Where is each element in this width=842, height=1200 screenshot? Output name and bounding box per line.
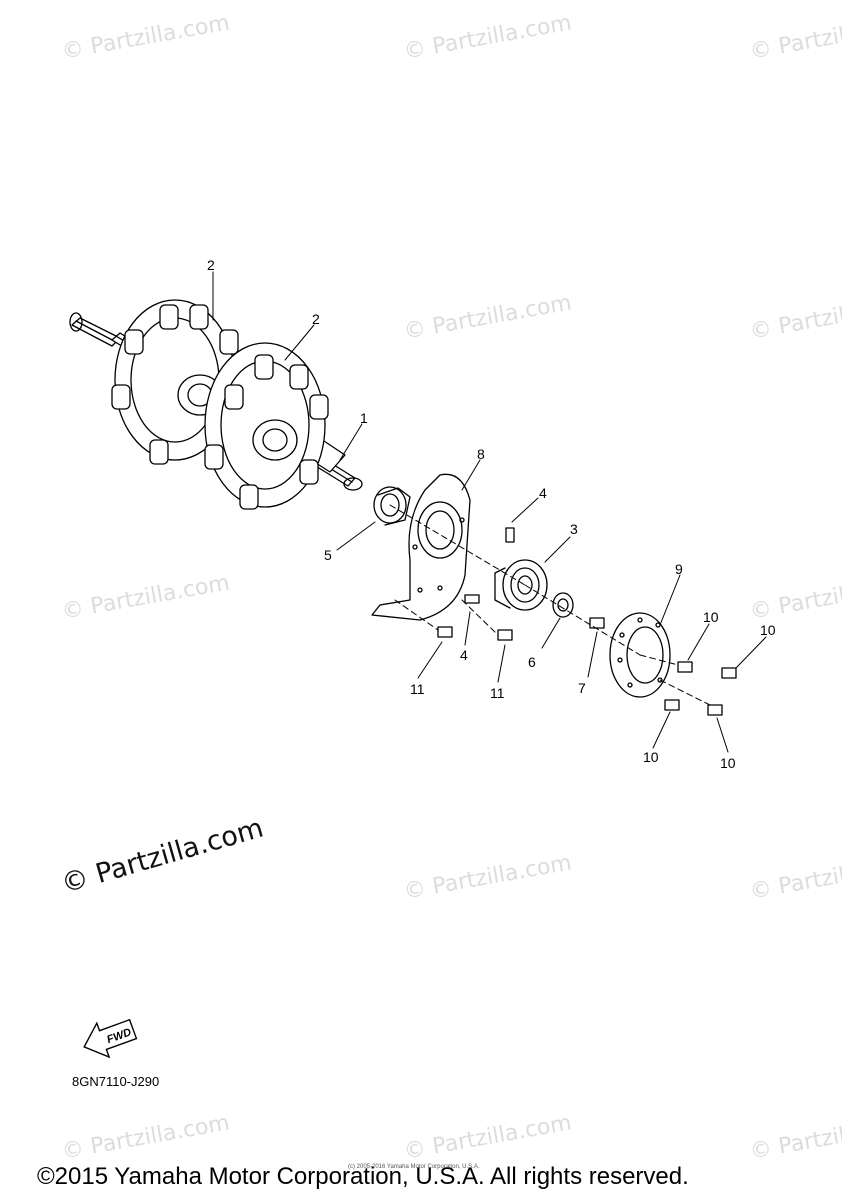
callout-4: 4 — [460, 647, 468, 663]
bearing-housing — [371, 473, 471, 621]
callout-2: 2 — [312, 311, 320, 327]
callout-6: 6 — [528, 654, 536, 670]
bearing — [494, 559, 548, 611]
callout-1: 1 — [360, 410, 368, 426]
callout-7: 7 — [578, 680, 586, 696]
callout-3: 3 — [570, 521, 578, 537]
callout-2: 2 — [207, 257, 215, 273]
callout-10: 10 — [643, 749, 659, 765]
sprocket-right — [204, 342, 329, 510]
leader-lines — [212, 271, 767, 753]
callout-10: 10 — [720, 755, 736, 771]
diagram-code: 8GN7110-J290 — [72, 1074, 160, 1089]
callout-4: 4 — [539, 485, 547, 501]
callout-10: 10 — [760, 622, 776, 638]
callout-8: 8 — [477, 446, 485, 462]
callout-5: 5 — [324, 547, 332, 563]
callout-11: 11 — [490, 685, 505, 701]
copyright-notice: ©2015 Yamaha Motor Corporation, U.S.A. A… — [37, 1163, 689, 1190]
spacer — [552, 592, 574, 618]
assembly-lines — [389, 504, 711, 706]
bolts — [437, 527, 737, 716]
callout-11: 11 — [410, 681, 425, 697]
fwd-arrow-icon: FWD — [83, 1018, 138, 1059]
callout-9: 9 — [675, 561, 683, 577]
small-print: (c) 2005-2016 Yamaha Motor Corporation, … — [348, 1164, 480, 1170]
callout-10: 10 — [703, 609, 719, 625]
